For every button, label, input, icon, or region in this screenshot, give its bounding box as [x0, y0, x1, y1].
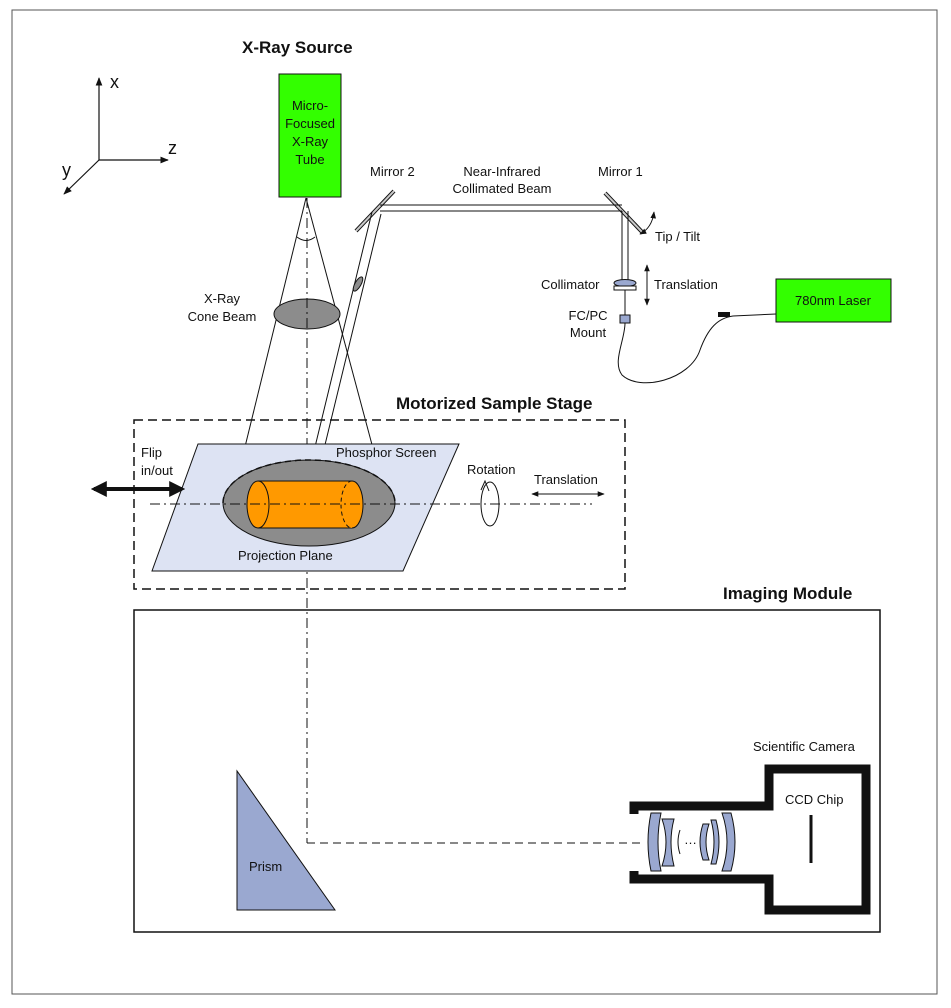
mount-label-line2: Mount	[570, 325, 607, 340]
xray-tube-label-line2: Focused	[285, 116, 335, 131]
mirror-2	[354, 189, 396, 233]
flip-label-line1: Flip	[141, 445, 162, 460]
rotation-label: Rotation	[467, 462, 515, 477]
scientific-camera-label: Scientific Camera	[753, 739, 856, 754]
mount-label-line1: FC/PC	[569, 308, 608, 323]
projection-plane-label: Projection Plane	[238, 548, 333, 563]
xray-tube-label-line1: Micro-	[292, 98, 328, 113]
mirror-1-label: Mirror 1	[598, 164, 643, 179]
axis-label-x: x	[110, 72, 119, 92]
axis-label-y: y	[62, 160, 71, 180]
flip-label-line2: in/out	[141, 463, 173, 478]
stage-translation-label: Translation	[534, 472, 598, 487]
xray-tube-label-line4: Tube	[295, 152, 324, 167]
outer-frame	[11, 9, 938, 995]
cone-beam-label-line1: X-Ray	[204, 291, 241, 306]
laser-source: 780nm Laser	[775, 278, 892, 323]
nir-beam-path: Mirror 2 Mirror 1 Near-Infrared Collimat…	[305, 164, 700, 488]
prism: Prism	[236, 769, 336, 911]
camera-lens-group: …	[647, 812, 736, 872]
beam-lens	[352, 276, 364, 292]
lens-ellipsis: …	[684, 832, 697, 847]
xray-tube: Micro- Focused X-Ray Tube	[278, 73, 342, 198]
rotation-indicator: Rotation	[467, 462, 515, 527]
fiber-connector	[718, 312, 730, 317]
scientific-camera: CCD Chip Scientific Camera …	[629, 739, 871, 915]
heading-imaging-module: Imaging Module	[723, 584, 852, 603]
fcpc-mount	[619, 314, 631, 324]
beam-label-line2: Collimated Beam	[453, 181, 552, 196]
collimator-assembly: Collimator Translation FC/PC Mount	[541, 264, 718, 340]
laser-label: 780nm Laser	[795, 293, 872, 308]
prism-label: Prism	[249, 859, 282, 874]
phosphor-screen-label: Phosphor Screen	[336, 445, 436, 460]
imaging-module-box	[133, 609, 881, 933]
xray-cone-beam: X-Ray Cone Beam	[188, 197, 391, 513]
ccd-chip-label: CCD Chip	[785, 792, 844, 807]
xray-tube-label-line3: X-Ray	[292, 134, 329, 149]
heading-sample-stage: Motorized Sample Stage	[396, 394, 592, 413]
sample-stage-box	[133, 419, 626, 590]
mirror-1	[603, 191, 645, 235]
axis-label-z: z	[168, 138, 177, 158]
mirror-2-label: Mirror 2	[370, 164, 415, 179]
collimator-lens	[613, 279, 637, 287]
beam-label-line1: Near-Infrared	[463, 164, 540, 179]
optical-fiber	[617, 313, 777, 384]
tip-tilt-arrow	[639, 211, 656, 235]
coordinate-axes: x z y	[62, 72, 177, 195]
collimator-translation-label: Translation	[654, 277, 718, 292]
cone-beam-label-line2: Cone Beam	[188, 309, 257, 324]
heading-xray-source: X-Ray Source	[242, 38, 353, 57]
collimator-label: Collimator	[541, 277, 600, 292]
tip-tilt-label: Tip / Tilt	[655, 229, 700, 244]
